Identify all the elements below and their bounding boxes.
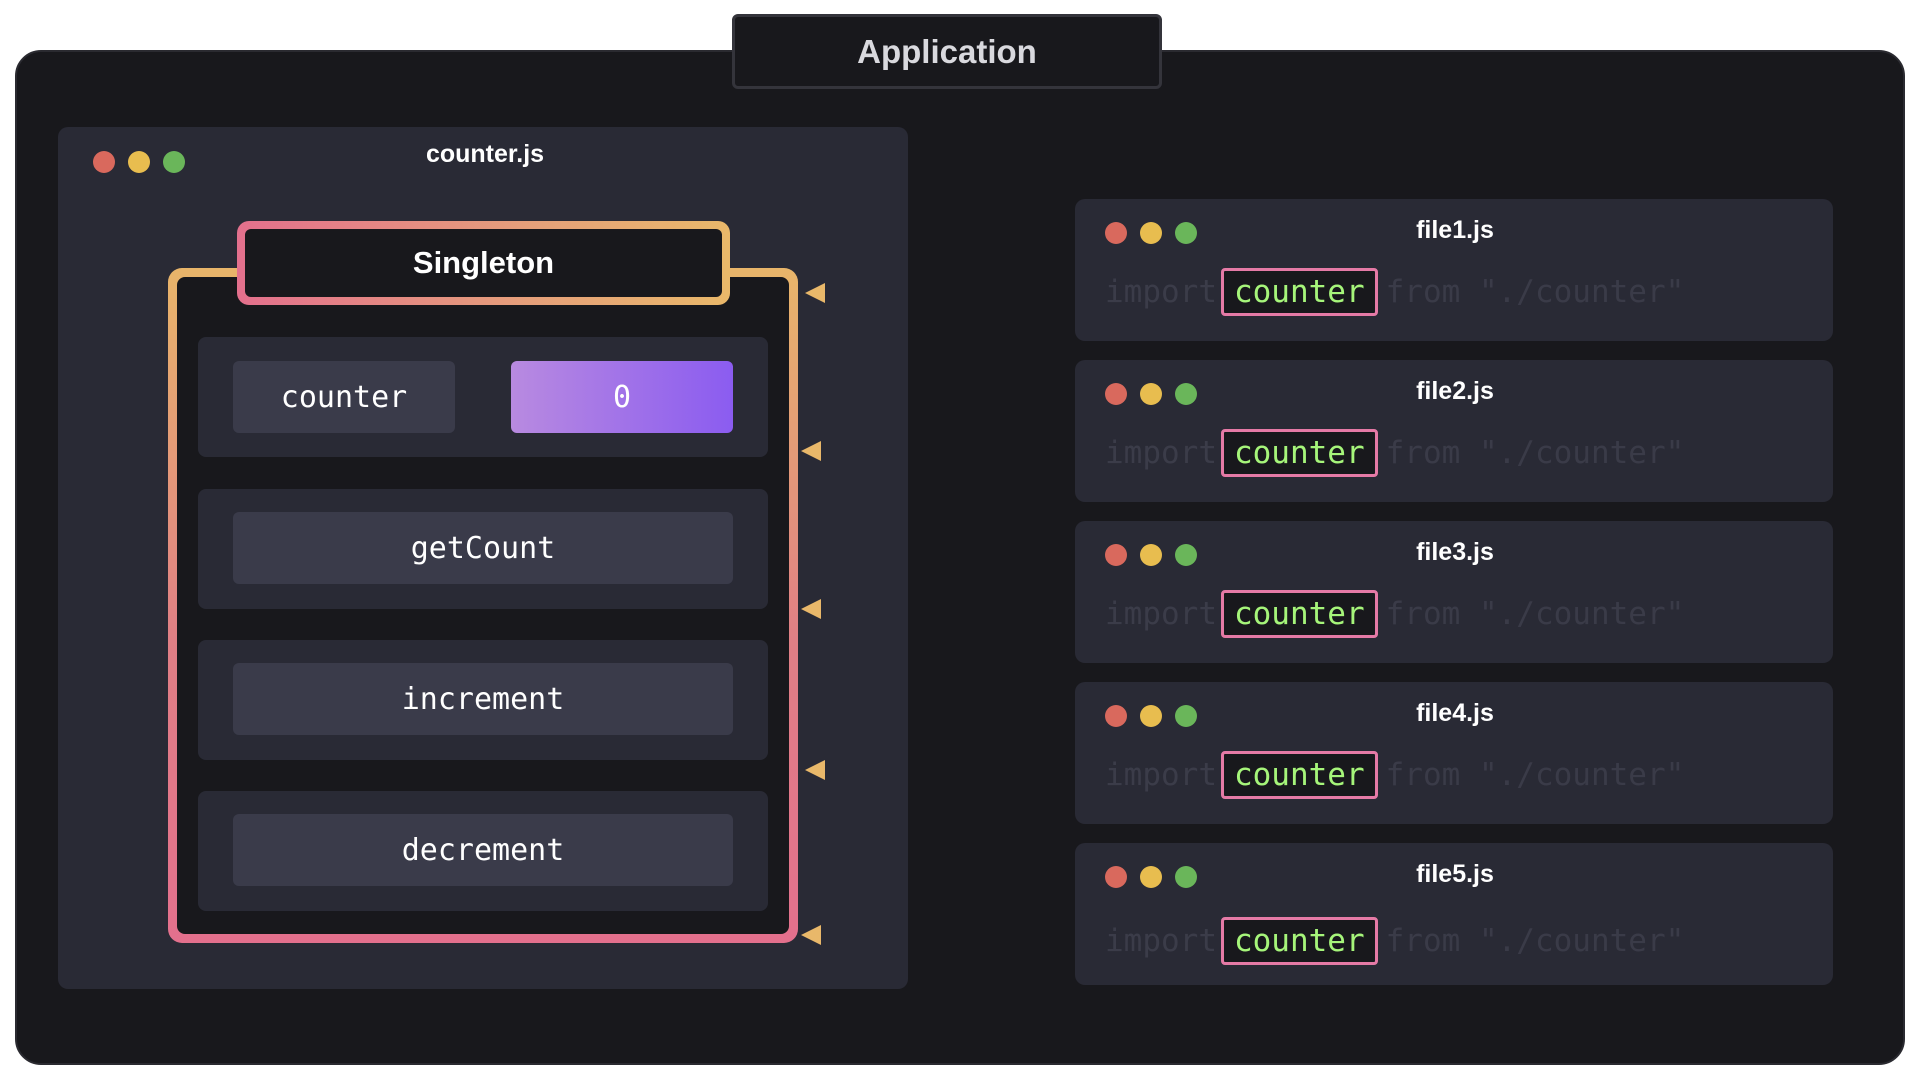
- imported-counter[interactable]: counter: [1220, 917, 1378, 965]
- arrow-file3: [801, 599, 1222, 619]
- decrement-method[interactable]: decrement: [233, 814, 733, 886]
- arrow-left-icon: [805, 283, 825, 303]
- getcount-method[interactable]: getCount: [233, 512, 733, 584]
- window-minimize-dot[interactable]: [1140, 866, 1162, 888]
- counter-property-name: counter: [233, 361, 455, 433]
- imported-counter[interactable]: counter: [1220, 268, 1378, 316]
- arrow-left-icon: [801, 925, 821, 945]
- window-minimize-dot[interactable]: [1140, 222, 1162, 244]
- window-maximize-dot[interactable]: [1175, 222, 1197, 244]
- import-keyword: import: [1105, 596, 1217, 632]
- singleton-label-text: Singleton: [245, 229, 722, 297]
- file2-title: file2.js: [1416, 377, 1494, 405]
- window-maximize-dot[interactable]: [1175, 866, 1197, 888]
- from-keyword: from: [1385, 435, 1461, 471]
- imported-counter[interactable]: counter: [1220, 429, 1378, 477]
- from-keyword: from: [1385, 923, 1461, 959]
- window-minimize-dot[interactable]: [1140, 705, 1162, 727]
- arrow-left-icon: [801, 599, 821, 619]
- file3-title: file3.js: [1416, 538, 1494, 566]
- window-close-dot[interactable]: [1105, 544, 1127, 566]
- arrow-file4: [805, 760, 1222, 780]
- file1-title: file1.js: [1416, 216, 1494, 244]
- arrow-left-icon: [801, 441, 821, 461]
- singleton-label: Singleton: [237, 221, 730, 305]
- counter-js-title: counter.js: [425, 140, 545, 168]
- file5-title: file5.js: [1416, 860, 1494, 888]
- arrow-file5: [801, 925, 1222, 945]
- counter-value: 0: [511, 361, 733, 433]
- import-path: "./counter": [1478, 923, 1685, 959]
- window-minimize-dot[interactable]: [1140, 383, 1162, 405]
- window-close-dot[interactable]: [93, 151, 115, 173]
- imported-counter[interactable]: counter: [1220, 751, 1378, 799]
- from-keyword: from: [1385, 596, 1461, 632]
- import-path: "./counter": [1478, 274, 1685, 310]
- window-minimize-dot[interactable]: [1140, 544, 1162, 566]
- from-keyword: from: [1385, 757, 1461, 793]
- window-close-dot[interactable]: [1105, 866, 1127, 888]
- import-path: "./counter": [1478, 757, 1685, 793]
- from-keyword: from: [1385, 274, 1461, 310]
- window-minimize-dot[interactable]: [128, 151, 150, 173]
- import-path: "./counter": [1478, 435, 1685, 471]
- window-maximize-dot[interactable]: [1175, 705, 1197, 727]
- window-maximize-dot[interactable]: [1175, 383, 1197, 405]
- window-close-dot[interactable]: [1105, 383, 1127, 405]
- import-path: "./counter": [1478, 596, 1685, 632]
- window-close-dot[interactable]: [1105, 705, 1127, 727]
- window-maximize-dot[interactable]: [1175, 544, 1197, 566]
- arrow-file2: [801, 441, 1222, 461]
- arrow-file1: [805, 283, 1222, 303]
- file4-title: file4.js: [1416, 699, 1494, 727]
- window-close-dot[interactable]: [1105, 222, 1127, 244]
- import-keyword: import: [1105, 757, 1217, 793]
- import-keyword: import: [1105, 923, 1217, 959]
- window-maximize-dot[interactable]: [163, 151, 185, 173]
- imported-counter[interactable]: counter: [1220, 590, 1378, 638]
- increment-method[interactable]: increment: [233, 663, 733, 735]
- application-title: Application: [732, 14, 1162, 89]
- arrow-left-icon: [805, 760, 825, 780]
